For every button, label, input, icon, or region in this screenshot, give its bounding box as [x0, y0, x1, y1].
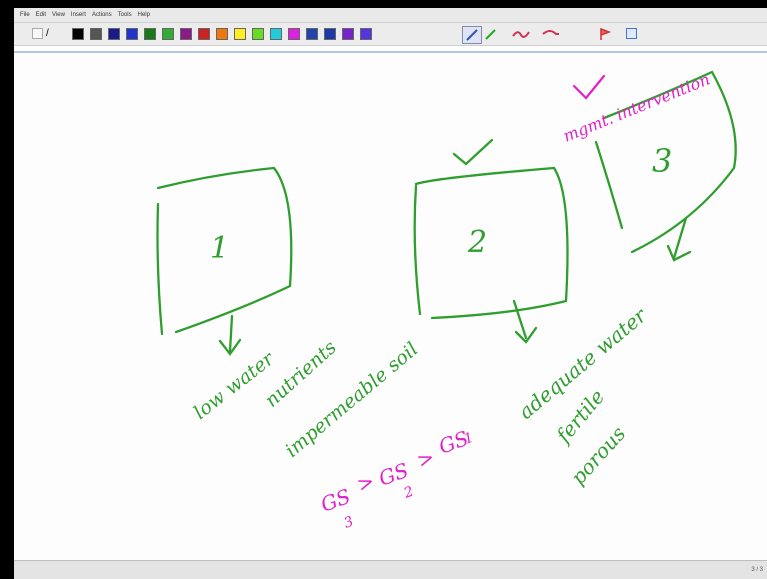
color-swatch-8[interactable] [198, 28, 210, 40]
box-3-number: 3 [652, 142, 672, 180]
lasso-icon[interactable] [540, 26, 559, 42]
note-nutrients: nutrients [261, 336, 341, 411]
box-2-number: 2 [467, 225, 487, 260]
comparison-sub-2: 2 [401, 484, 416, 502]
menu-edit[interactable]: Edit [35, 12, 47, 18]
highlighter-icon[interactable] [482, 26, 500, 42]
toolbar: / [14, 23, 767, 46]
color-swatch-1[interactable] [72, 28, 84, 40]
color-swatch-2[interactable] [90, 28, 102, 40]
page-tool-icon[interactable] [32, 28, 43, 39]
box-2-drawing [413, 138, 569, 344]
note-mgmt-intervention: mgmt. intervention [560, 69, 712, 145]
color-swatch-12[interactable] [270, 28, 282, 40]
color-swatch-5[interactable] [144, 28, 156, 40]
menu-view[interactable]: View [52, 12, 65, 18]
growth-stage-comparison: GS 3 > GS 2 > GS 1 [318, 426, 476, 532]
color-swatch-14[interactable] [306, 28, 318, 40]
comparison-gt-a: > [354, 468, 378, 496]
menu-tools[interactable]: Tools [117, 12, 132, 18]
note-canvas[interactable]: 1 2 3 low water nutrients impermeable so… [14, 46, 767, 560]
color-swatch-17[interactable] [360, 28, 372, 40]
color-swatch-3[interactable] [108, 28, 120, 40]
page-indicator: 3 / 3 [751, 567, 763, 573]
box-1-drawing [156, 166, 293, 356]
zoom-fit-icon[interactable] [626, 28, 637, 39]
pen-select-icon[interactable]: / [46, 28, 49, 39]
comparison-sub-3: 3 [342, 514, 356, 532]
color-swatch-11[interactable] [252, 28, 264, 40]
menu-bar: File Edit View Insert Actions Tools Help [14, 8, 767, 23]
eraser-icon[interactable] [510, 26, 530, 42]
journal-app-window: File Edit View Insert Actions Tools Help… [14, 8, 767, 579]
comparison-gs-a: GS [318, 484, 354, 517]
status-bar: 3 / 3 [14, 560, 767, 579]
color-swatch-4[interactable] [126, 28, 138, 40]
box-1-number: 1 [210, 231, 229, 266]
color-swatch-15[interactable] [324, 28, 336, 40]
pen-icon[interactable] [462, 26, 482, 44]
menu-file[interactable]: File [20, 12, 30, 18]
comparison-gt-b: > [414, 444, 438, 472]
note-low-water: low water [190, 347, 280, 424]
insert-space-icon[interactable] [596, 26, 614, 42]
color-swatch-7[interactable] [180, 28, 192, 40]
menu-actions[interactable]: Actions [91, 12, 112, 18]
color-swatch-9[interactable] [216, 28, 228, 40]
menu-insert[interactable]: Insert [70, 12, 86, 18]
menu-help[interactable]: Help [137, 12, 150, 18]
color-swatch-10[interactable] [234, 28, 246, 40]
handwriting-layer: 1 2 3 low water nutrients impermeable so… [14, 51, 767, 532]
color-swatch-13[interactable] [288, 28, 300, 40]
color-swatch-6[interactable] [162, 28, 174, 40]
color-swatch-16[interactable] [342, 28, 354, 40]
box-3-drawing [594, 70, 737, 262]
